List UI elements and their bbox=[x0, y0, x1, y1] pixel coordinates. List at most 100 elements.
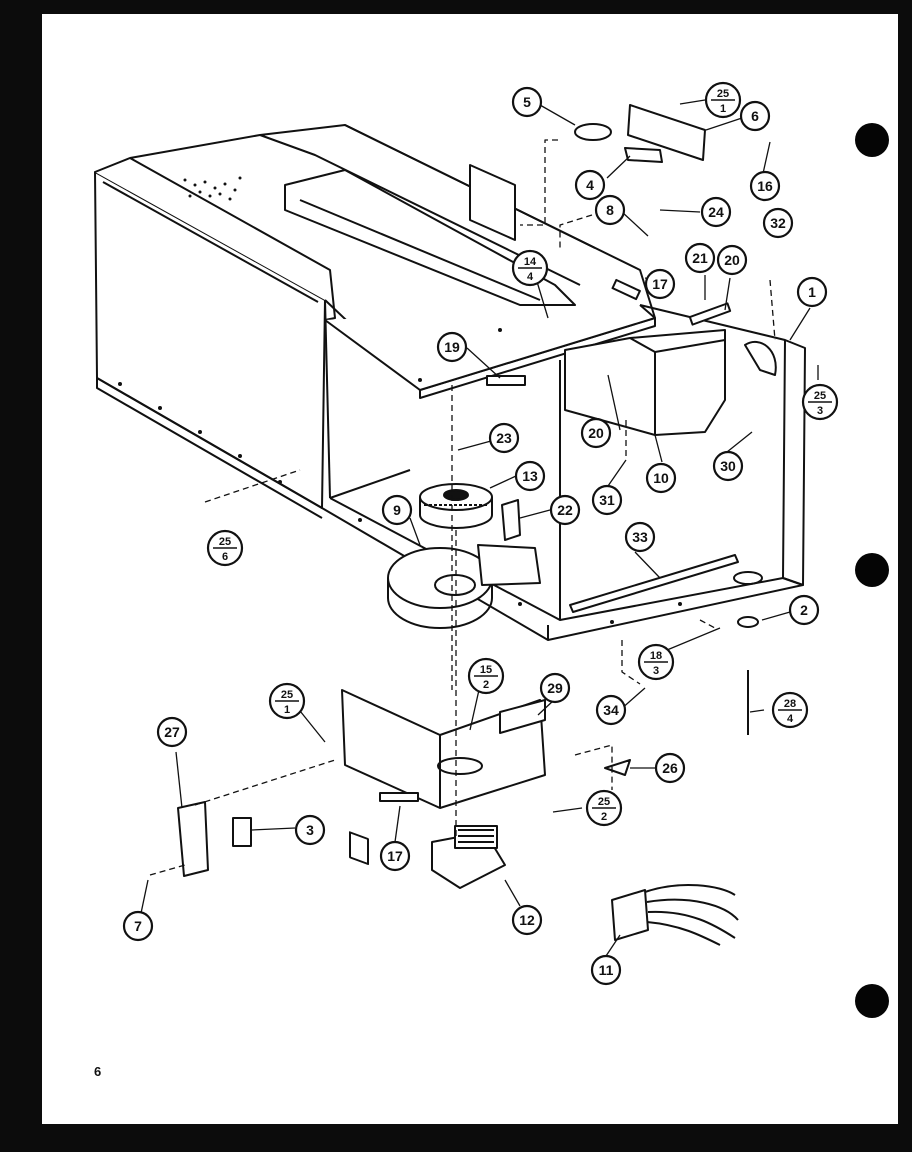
motor-12 bbox=[431, 825, 506, 889]
callout-part-number: 26 bbox=[662, 760, 678, 776]
callout-c23: 23 bbox=[488, 422, 520, 454]
callout-quantity: 4 bbox=[787, 713, 794, 725]
callout-circle bbox=[591, 484, 623, 516]
clip-22 bbox=[501, 499, 521, 541]
callout-part-number: 6 bbox=[751, 108, 759, 124]
callout-circle bbox=[156, 716, 188, 748]
callout-circle bbox=[549, 494, 581, 526]
callout-c5: 5 bbox=[511, 86, 543, 118]
callout-quantity: 3 bbox=[817, 405, 823, 417]
callout-part-number: 25 bbox=[281, 689, 293, 701]
callout-part-number: 20 bbox=[588, 425, 604, 441]
callout-c33: 33 bbox=[624, 521, 656, 553]
callout-part-number: 17 bbox=[387, 848, 403, 864]
callout-circle bbox=[594, 194, 626, 226]
callout-part-number: 27 bbox=[164, 724, 180, 740]
callout-circle bbox=[590, 954, 622, 986]
callout-circle bbox=[122, 910, 154, 942]
callout-part-number: 9 bbox=[393, 502, 401, 518]
callout-circle bbox=[654, 752, 686, 784]
motor-bracket bbox=[341, 689, 546, 866]
assembly-leaders bbox=[149, 139, 776, 876]
terminal-17b bbox=[379, 792, 419, 802]
callout-c21: 21 bbox=[684, 242, 716, 274]
callout-part-number: 23 bbox=[496, 430, 512, 446]
callout-circle bbox=[511, 904, 543, 936]
page-number: 6 bbox=[94, 1064, 102, 1079]
callout-part-number: 18 bbox=[650, 650, 662, 662]
callout-part-number: 24 bbox=[708, 204, 724, 220]
callout-c25_1a: 251 bbox=[704, 81, 742, 119]
callout-circle bbox=[381, 494, 413, 526]
callout-circle bbox=[645, 462, 677, 494]
callout-c32: 32 bbox=[762, 207, 794, 239]
callout-c4: 4 bbox=[574, 169, 606, 201]
callout-part-number: 2 bbox=[800, 602, 808, 618]
callout-circle bbox=[796, 276, 828, 308]
callout-c28_4: 284 bbox=[771, 691, 809, 729]
callout-c11: 11 bbox=[590, 954, 622, 986]
callout-part-number: 33 bbox=[632, 529, 648, 545]
registration-hole-middle bbox=[855, 553, 889, 587]
callout-part-number: 7 bbox=[134, 918, 142, 934]
callout-quantity: 4 bbox=[527, 271, 534, 283]
callout-c24: 24 bbox=[700, 196, 732, 228]
callout-part-number: 21 bbox=[692, 250, 708, 266]
callout-circle bbox=[539, 672, 571, 704]
callout-c29: 29 bbox=[539, 672, 571, 704]
callout-part-number: 32 bbox=[770, 215, 786, 231]
callout-circle bbox=[488, 422, 520, 454]
callout-part-number: 25 bbox=[598, 796, 610, 808]
callout-c26: 26 bbox=[654, 752, 686, 784]
callout-c15_2: 152 bbox=[467, 657, 505, 695]
callout-c14_4: 144 bbox=[511, 249, 549, 287]
callout-quantity: 2 bbox=[601, 811, 607, 823]
harness-connector-11 bbox=[611, 883, 739, 946]
callout-c25_1b: 251 bbox=[268, 682, 306, 720]
callout-circle bbox=[624, 521, 656, 553]
callout-c18_3: 183 bbox=[637, 643, 675, 681]
callout-circle bbox=[574, 169, 606, 201]
callout-circle bbox=[712, 450, 744, 482]
callout-circle bbox=[644, 268, 676, 300]
callout-c17a: 17 bbox=[644, 268, 676, 300]
callout-c20b: 20 bbox=[580, 417, 612, 449]
callout-quantity: 6 bbox=[222, 551, 228, 563]
callout-c2: 2 bbox=[788, 594, 820, 626]
callout-part-number: 16 bbox=[757, 178, 773, 194]
callout-part-number: 17 bbox=[652, 276, 668, 292]
callout-c20a: 20 bbox=[716, 244, 748, 276]
callout-circle bbox=[595, 694, 627, 726]
air-duct-10 bbox=[564, 329, 726, 436]
small-hardware bbox=[486, 104, 777, 776]
callout-circle bbox=[436, 331, 468, 363]
callout-c22: 22 bbox=[549, 494, 581, 526]
callout-part-number: 30 bbox=[720, 458, 736, 474]
callout-part-number: 19 bbox=[444, 339, 460, 355]
callout-c8: 8 bbox=[594, 194, 626, 226]
callout-c7: 7 bbox=[122, 910, 154, 942]
callout-circle bbox=[379, 840, 411, 872]
callout-part-number: 8 bbox=[606, 202, 614, 218]
callout-c17b: 17 bbox=[379, 840, 411, 872]
callout-circle bbox=[294, 814, 326, 846]
rear-bracket bbox=[469, 164, 516, 241]
callout-c25_6: 256 bbox=[206, 529, 244, 567]
callout-part-number: 25 bbox=[717, 88, 729, 100]
callout-part-number: 10 bbox=[653, 470, 669, 486]
blower-scroll-9 bbox=[387, 544, 541, 629]
switch-3 bbox=[232, 817, 252, 847]
callout-c3: 3 bbox=[294, 814, 326, 846]
callout-quantity: 1 bbox=[720, 103, 726, 115]
callout-quantity: 2 bbox=[483, 679, 489, 691]
callout-circle bbox=[739, 100, 771, 132]
callout-part-number: 14 bbox=[524, 256, 537, 268]
callout-part-number: 22 bbox=[557, 502, 573, 518]
callout-leaders bbox=[139, 99, 819, 957]
callout-circle bbox=[514, 460, 546, 492]
callout-circle bbox=[788, 594, 820, 626]
callout-part-number: 5 bbox=[523, 94, 531, 110]
callout-c30: 30 bbox=[712, 450, 744, 482]
callout-part-number: 3 bbox=[306, 822, 314, 838]
